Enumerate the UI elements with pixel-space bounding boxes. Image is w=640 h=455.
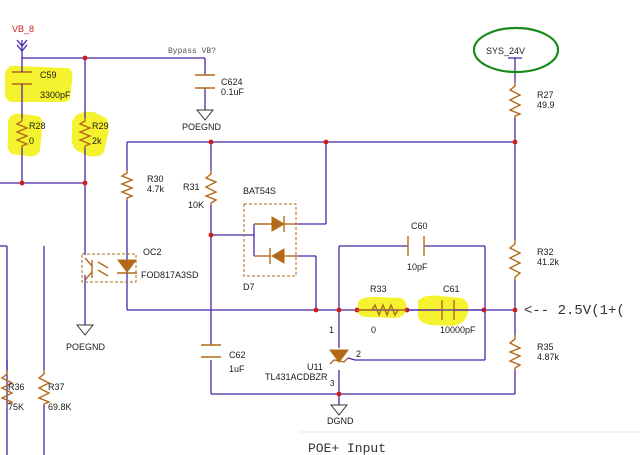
c62-capacitor [201,344,221,358]
net-label-sys24v: SYS_24V [486,46,525,56]
r30-ref: R30 [147,174,164,184]
r31-resistor [204,170,218,205]
r37-ref: R37 [48,382,65,392]
oc2-part: FOD817A3SD [141,270,199,280]
c624-value: 0.1uF [221,87,245,97]
r30-value: 4.7k [147,184,165,194]
c624-capacitor [195,74,215,89]
highlight-r29 [71,111,109,157]
highlights [4,65,469,326]
r33-value: 0 [371,325,376,335]
u11-tl431 [329,349,356,365]
r33-resistor [357,303,407,317]
d7-bat54s-diode-pair [243,203,298,277]
sheet-title: POE+ Input [308,441,386,455]
r31-value: 10K [188,200,204,210]
c61-ref: C61 [443,284,460,294]
r28-resistor [15,118,29,148]
r32-ref: R32 [537,247,554,257]
c624-ref: C624 [221,77,243,87]
r37-resistor [37,370,51,405]
dgnd-symbol [329,404,349,416]
poegnd-top-symbol [195,109,215,121]
oc2-ref: OC2 [143,247,162,257]
junctions [19,55,518,397]
r35-resistor [508,335,522,370]
r29-ref: R29 [92,121,109,131]
poegnd-top-label: POEGND [182,122,222,132]
poegnd-bottom-symbol [75,324,95,336]
highlight-c61 [417,295,469,326]
c59-ref: C59 [40,70,57,80]
bypass-note: Bypass VB? [168,47,216,56]
r27-ref: R27 [537,90,554,100]
c60-value: 10pF [407,262,428,272]
r33-ref: R33 [370,284,387,294]
r36-ref: R36 [8,382,25,392]
r27-resistor [508,82,522,118]
r36-value: 75K [8,402,24,412]
r36-resistor [0,360,14,405]
u11-pin2: 2 [356,349,361,359]
dgnd-label: DGND [327,416,354,426]
d7-ref: D7 [243,282,255,292]
u11-ref: U11 [307,362,323,372]
c62-value: 1uF [229,364,245,374]
oc2-optocoupler [81,253,137,283]
r35-ref: R35 [537,342,554,352]
vb8-net-symbol [16,39,28,52]
c62-ref: C62 [229,350,246,360]
r32-value: 41.2k [537,257,560,267]
poegnd-bottom-label: POEGND [66,342,106,352]
c59-capacitor [12,70,32,88]
c59-value: 3300pF [40,90,71,100]
c61-value: 10000pF [440,325,476,335]
r37-value: 69.8K [48,402,72,412]
r28-value: 0 [29,136,34,146]
labels: VB_8 Bypass VB? SYS_24V C59 3300pF C624 … [8,24,625,455]
wires [0,40,516,455]
r32-resistor [508,240,522,280]
c60-capacitor [407,236,425,256]
r29-resistor [78,118,92,148]
u11-pin1: 1 [329,325,334,335]
r30-resistor [120,170,134,200]
c61-capacitor [407,300,484,320]
r35-value: 4.87k [537,352,560,362]
d7-part: BAT54S [243,186,276,196]
r31-ref: R31 [183,182,200,192]
divider-note: <-- 2.5V(1+( [524,303,625,319]
sys24v-annotation-circle [472,26,560,74]
u11-part: TL431ACDBZR [265,372,328,382]
r27-value: 49.9 [537,100,555,110]
c60-ref: C60 [411,221,428,231]
r28-ref: R28 [29,121,46,131]
u11-pin3: 3 [330,379,335,388]
r29-value: 2k [92,136,102,146]
net-label-vb8: VB_8 [12,24,34,34]
